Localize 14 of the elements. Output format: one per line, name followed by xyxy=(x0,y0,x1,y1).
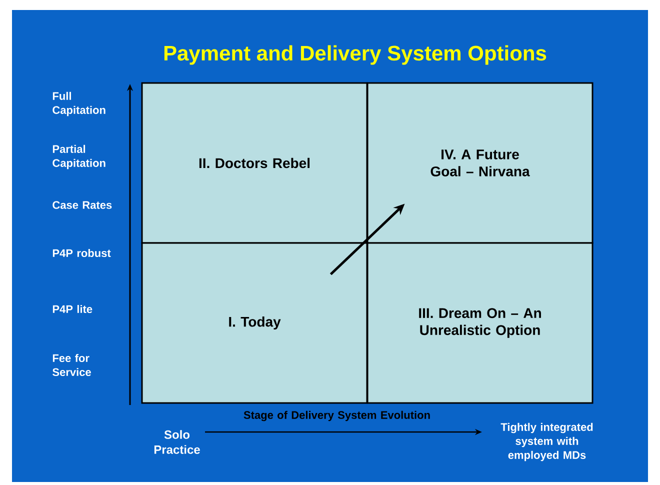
axis-label: Tightly integrated system with employed MDs xyxy=(500,422,593,462)
axis-label: P4P robust xyxy=(52,248,111,258)
quadrant-box: I. Today xyxy=(141,242,368,404)
axis-label: Partial Capitation xyxy=(52,144,106,170)
quadrant-box: III. Dream On – An Unrealistic Option xyxy=(366,242,594,404)
axis-label: Fee for Service xyxy=(52,354,91,376)
axis-label: Solo Practice xyxy=(154,430,200,454)
axis-label: Case Rates xyxy=(52,201,112,209)
axis-label: P4P lite xyxy=(52,304,92,314)
axis-title: Stage of Delivery System Evolution xyxy=(244,410,430,422)
title: Payment and Delivery System Options xyxy=(164,45,546,65)
quadrant-box: IV. A Future Goal – Nirvana xyxy=(366,82,594,244)
quadrant-box: II. Doctors Rebel xyxy=(141,82,368,244)
axis-label: Full Capitation xyxy=(52,92,106,116)
